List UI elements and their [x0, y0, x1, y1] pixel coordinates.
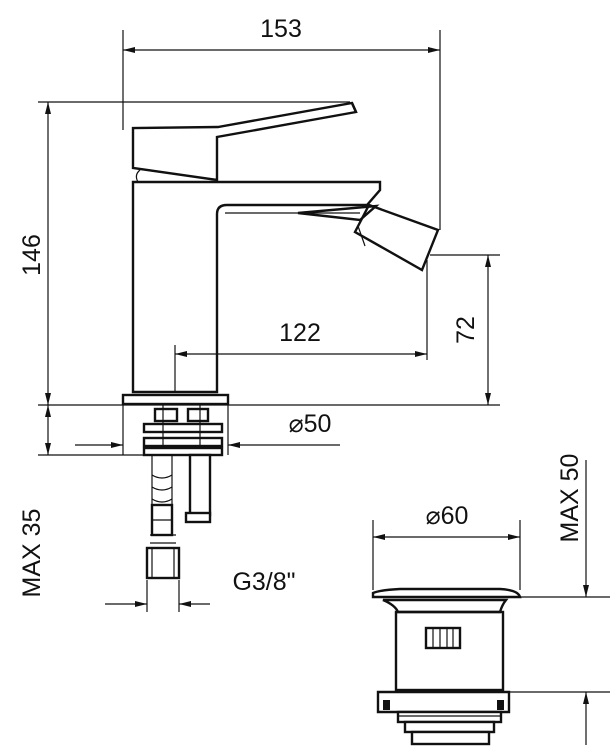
- dim-max50: MAX 50: [509, 454, 610, 745]
- dim-max-thickness: MAX 35: [18, 509, 46, 598]
- dim-connection: G3/8": [232, 568, 295, 596]
- dim-153: 153: [122, 15, 441, 230]
- dim-waste-max: MAX 50: [556, 454, 584, 543]
- dim-60: ⌀60: [372, 502, 521, 590]
- mixer-body: [131, 101, 382, 394]
- dim-waste-diameter: ⌀60: [426, 502, 469, 530]
- dim-72: 72: [430, 254, 500, 405]
- dim-50: ⌀50: [75, 404, 340, 455]
- dim-122: 122: [174, 260, 428, 392]
- mixer-base: [121, 393, 230, 580]
- pop-up-waste: [371, 587, 522, 746]
- dim-g38: G3/8": [105, 568, 296, 612]
- dim-total-height: 146: [18, 234, 46, 276]
- bidet-nozzle: [297, 203, 440, 272]
- dim-max35: MAX 35: [18, 405, 145, 597]
- dim-146: 146: [18, 101, 500, 406]
- dim-base-diameter: ⌀50: [289, 410, 332, 438]
- dim-spout-reach: 122: [279, 319, 321, 347]
- dim-spout-height: 72: [452, 316, 480, 344]
- dim-total-width: 153: [260, 15, 302, 43]
